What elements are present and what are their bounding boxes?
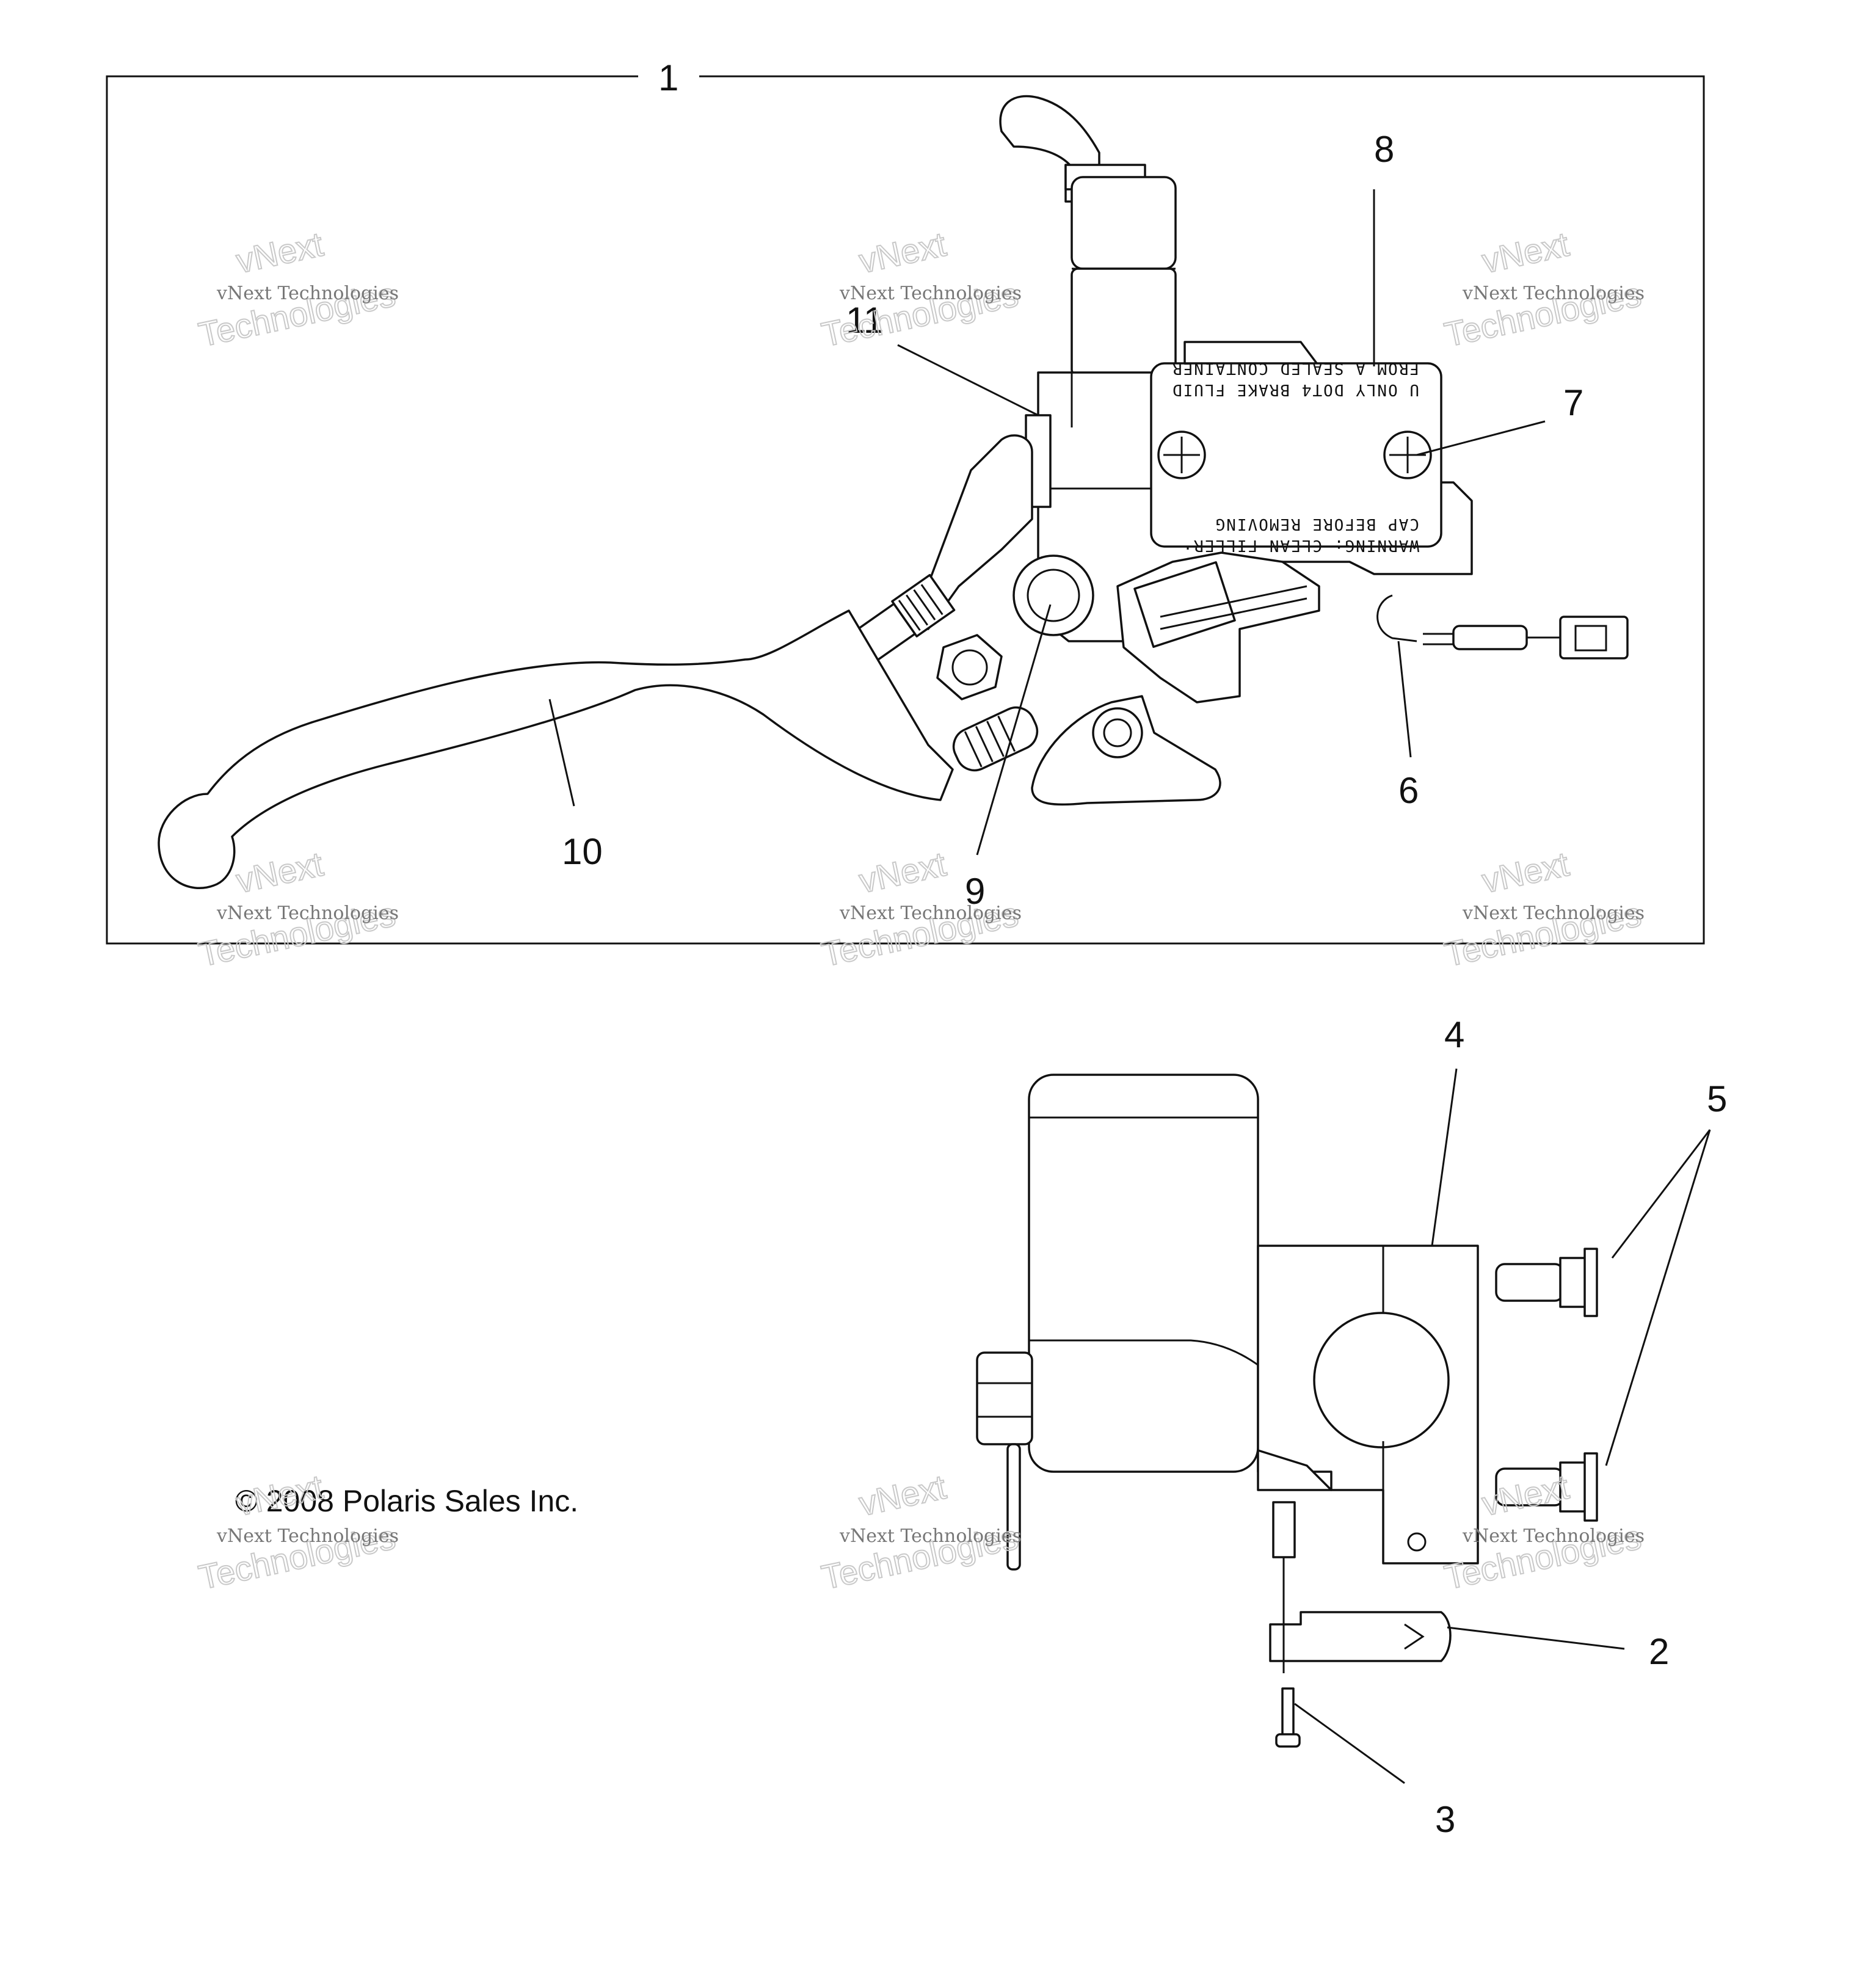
callout-5: 5 bbox=[1707, 1078, 1727, 1119]
callout-labels: 1 8 7 11 6 9 10 4 5 2 3 bbox=[562, 57, 1727, 1840]
warning-line-4: FROM A SEALED CONTAINER bbox=[1171, 359, 1419, 377]
clamp-bolt-lower bbox=[1495, 1452, 1598, 1522]
lever-nut bbox=[936, 634, 1003, 700]
watermark-big-top: vNext bbox=[856, 1467, 950, 1523]
callout-11: 11 bbox=[846, 300, 884, 341]
warning-line-1: WARNING: CLEAN FILLER bbox=[1193, 536, 1419, 554]
watermark-big-top: vNext bbox=[1478, 845, 1572, 900]
callout-9: 9 bbox=[965, 871, 985, 912]
lever-spring bbox=[952, 706, 1039, 772]
cap-screw-left bbox=[1157, 431, 1206, 479]
assembly-frame bbox=[106, 75, 1705, 945]
reservoir-cap-plate bbox=[1150, 362, 1442, 548]
front-nut bbox=[976, 1351, 1033, 1445]
callout-10: 10 bbox=[562, 831, 603, 872]
watermark-small: vNext Technologies bbox=[1462, 283, 1645, 304]
callout-1: 1 bbox=[658, 57, 678, 98]
watermark-small: vNext Technologies bbox=[216, 903, 399, 924]
watermark-small: vNext Technologies bbox=[1462, 903, 1645, 924]
master-cylinder-body bbox=[976, 1074, 1598, 1748]
switch-connector bbox=[1559, 616, 1629, 660]
leader-lines bbox=[548, 189, 1711, 1784]
callout-8: 8 bbox=[1374, 129, 1394, 170]
warning-line-2: CAP BEFORE REMOVING bbox=[1215, 515, 1419, 533]
watermark-small: vNext Technologies bbox=[216, 1525, 399, 1547]
handlebar-bore bbox=[1313, 1312, 1450, 1448]
clutch-lever bbox=[158, 609, 954, 889]
callout-7: 7 bbox=[1563, 382, 1583, 423]
pivot-bolt bbox=[1013, 554, 1094, 636]
reservoir-warning-text: WARNING: CLEAN FILLER CAP BEFORE REMOVIN… bbox=[1171, 359, 1419, 554]
callout-4: 4 bbox=[1444, 1014, 1464, 1055]
watermark-big-top: vNext bbox=[233, 845, 327, 900]
watermark-small: vNext Technologies bbox=[839, 903, 1022, 924]
watermark-big-top: vNext bbox=[856, 845, 950, 900]
callout-2: 2 bbox=[1649, 1631, 1669, 1672]
cap-screw-right bbox=[1383, 431, 1432, 479]
callout-3: 3 bbox=[1435, 1799, 1455, 1840]
watermark-small: vNext Technologies bbox=[216, 283, 399, 304]
watermark-small: vNext Technologies bbox=[839, 1525, 1022, 1547]
small-screw bbox=[1275, 1733, 1301, 1748]
warning-line-3: U ONLY DOT4 BRAKE FLUID bbox=[1171, 380, 1419, 399]
clamp-bolt-upper bbox=[1495, 1248, 1598, 1317]
watermark-big-top: vNext bbox=[1478, 225, 1572, 280]
pin bbox=[1272, 1501, 1296, 1558]
watermark-big-top: vNext bbox=[856, 225, 950, 280]
callout-6: 6 bbox=[1398, 770, 1419, 811]
watermark-small: vNext Technologies bbox=[1462, 1525, 1645, 1547]
master-cylinder-assembly: WARNING: CLEAN FILLER CAP BEFORE REMOVIN… bbox=[158, 95, 1629, 889]
watermark-big-top: vNext bbox=[233, 225, 327, 280]
watermark-big-top: vNext bbox=[1478, 1467, 1572, 1523]
copyright-notice: © 2008 Polaris Sales Inc. bbox=[235, 1484, 578, 1518]
watermark-small: vNext Technologies bbox=[839, 283, 1022, 304]
